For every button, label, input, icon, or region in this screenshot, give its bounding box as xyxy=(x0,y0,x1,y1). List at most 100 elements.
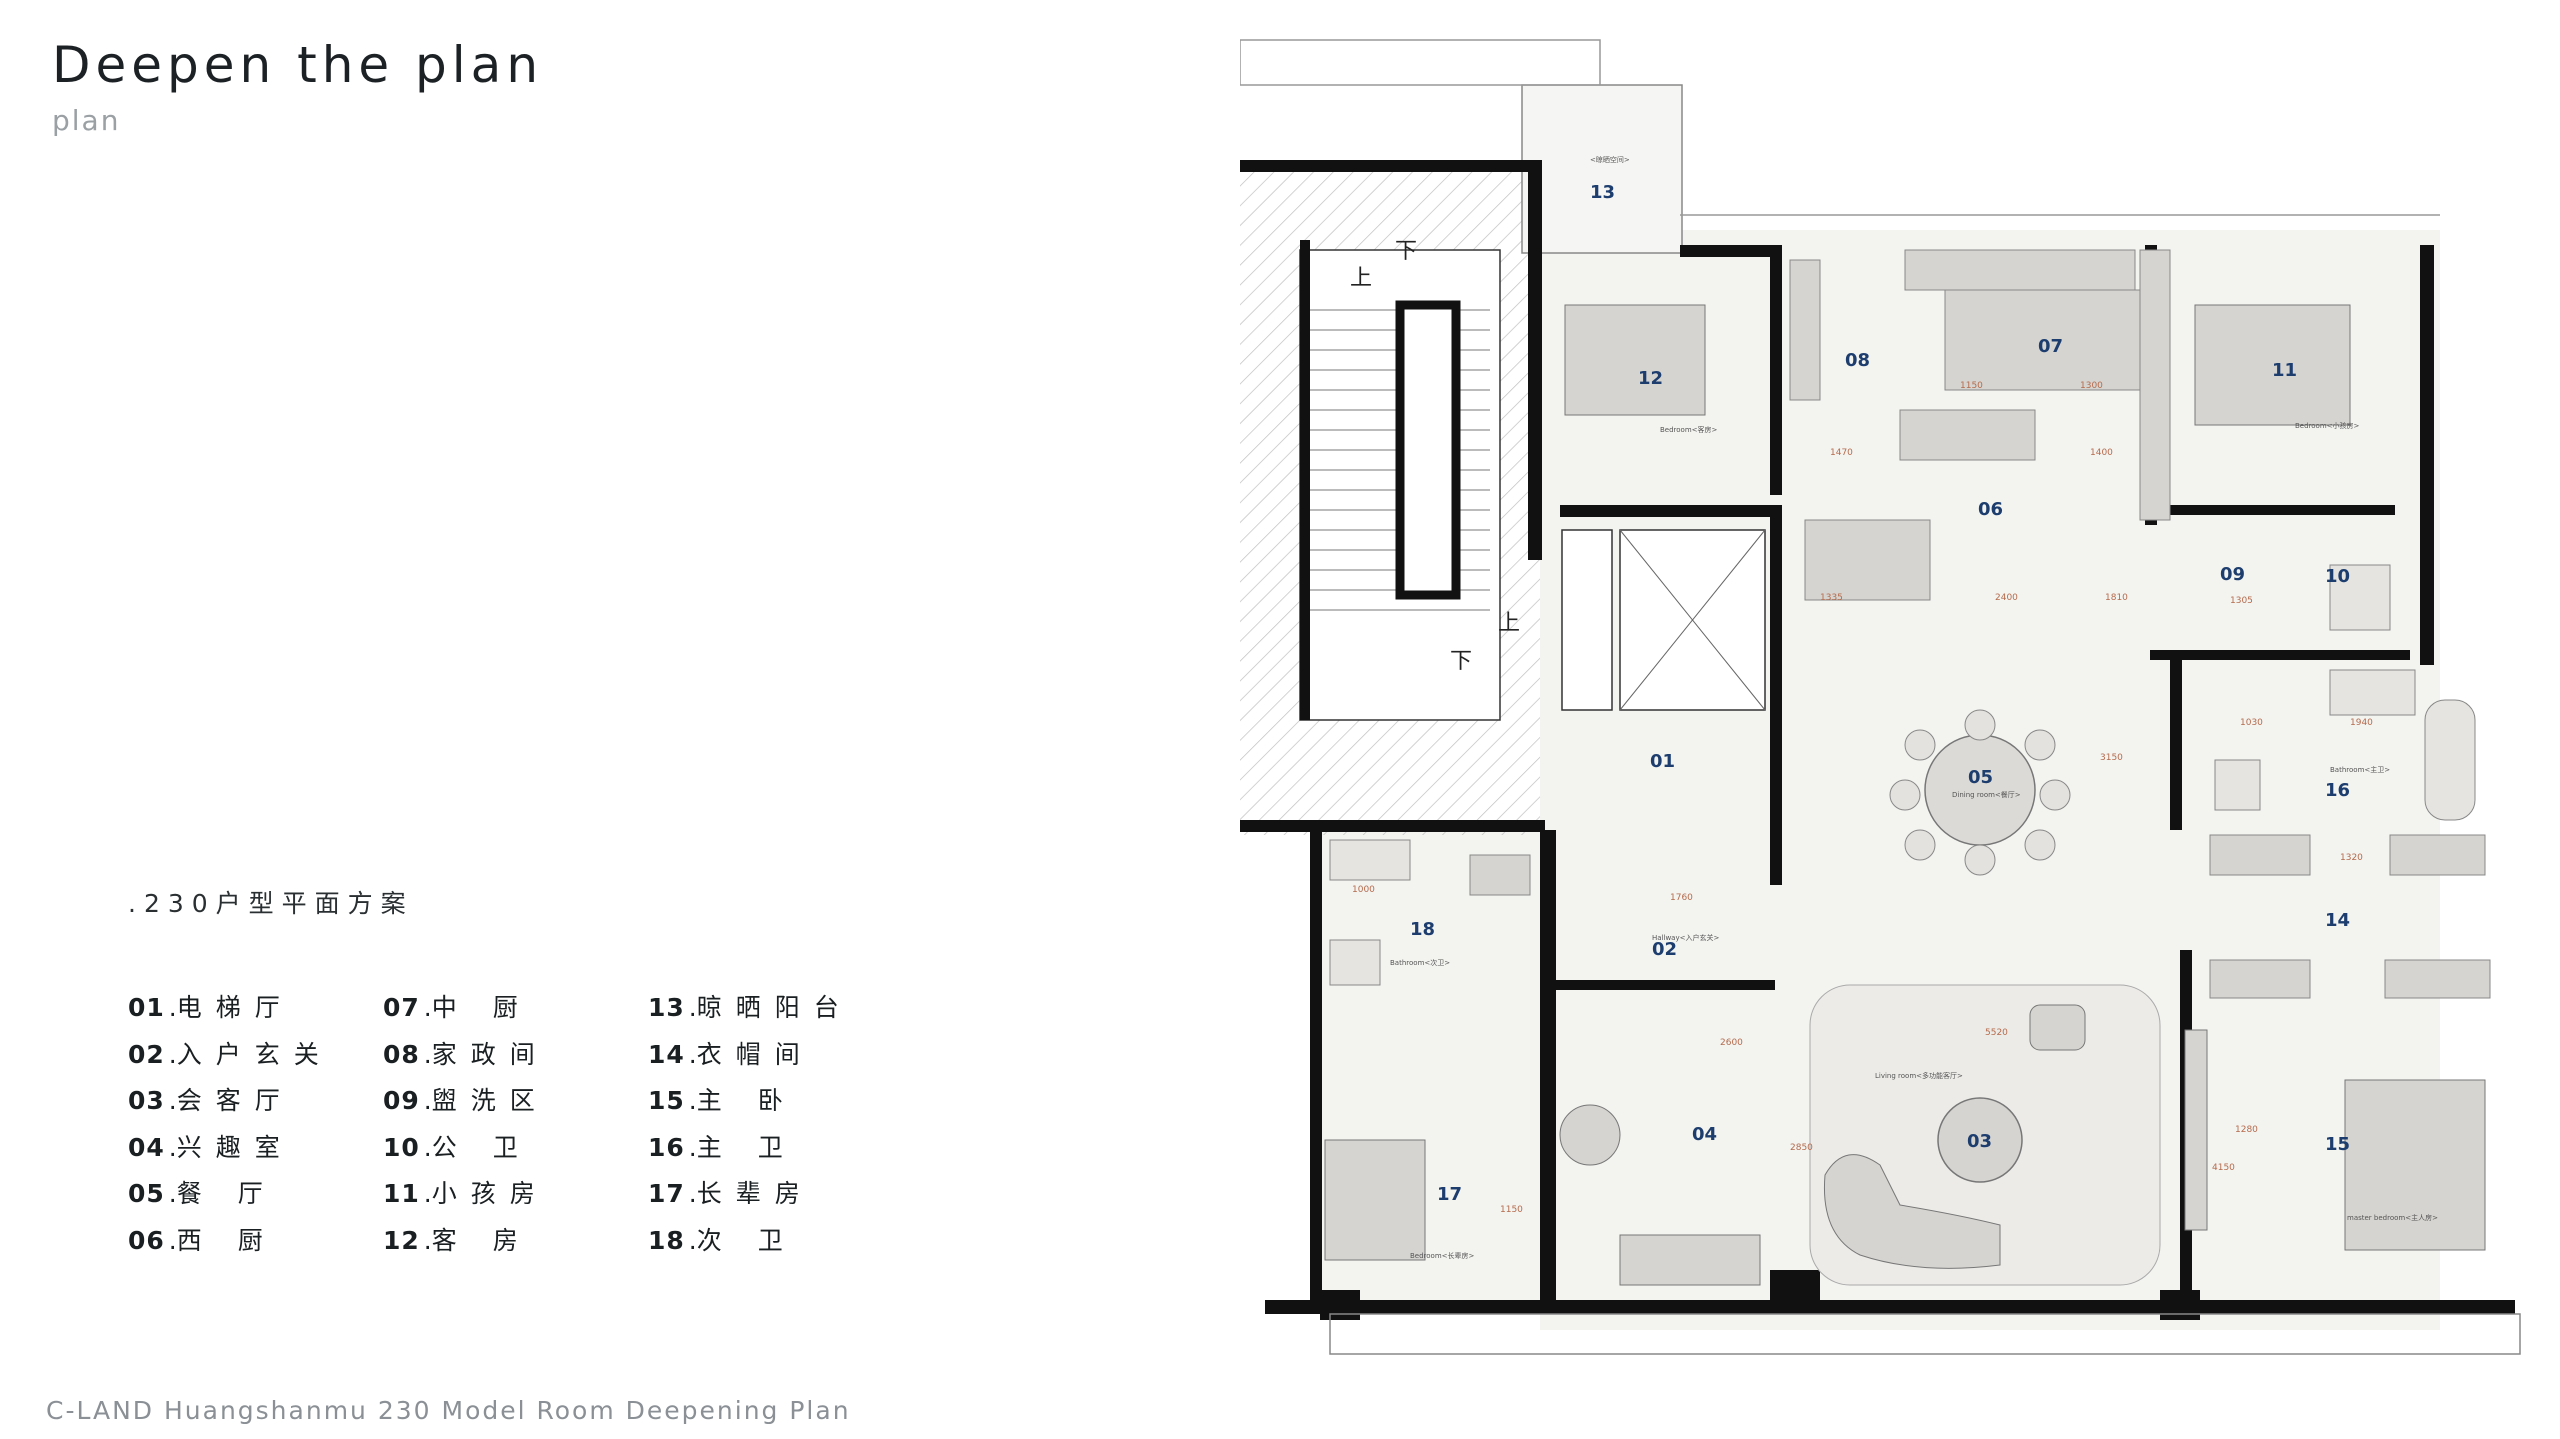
dimension-label: 1150 xyxy=(1960,381,1983,391)
dimension-label: 1320 xyxy=(2340,853,2363,863)
room-number-04: 04 xyxy=(1692,1124,1717,1145)
room-number-02: 02 xyxy=(1652,939,1677,960)
room-number-01: 01 xyxy=(1650,751,1675,772)
room-number-17: 17 xyxy=(1437,1184,1462,1205)
tv-console xyxy=(2184,1029,2208,1231)
legend-item: 08.家政间 xyxy=(383,1039,549,1069)
legend-num: 17 xyxy=(648,1179,685,1208)
legend-name: 衣帽间 xyxy=(696,1039,814,1069)
dining-table xyxy=(1924,734,2036,846)
legend-name: 中 厨 xyxy=(431,993,532,1022)
room-number-08: 08 xyxy=(1845,350,1870,371)
room-number-07: 07 xyxy=(2038,336,2063,357)
legend-item: 10.公 卫 xyxy=(383,1132,532,1162)
legend-num: 03 xyxy=(128,1086,165,1115)
bed xyxy=(1324,1139,1426,1261)
legend-num: 01 xyxy=(128,993,165,1022)
legend-item: 02.入户玄关 xyxy=(128,1039,333,1069)
kitchen-cabinets xyxy=(1789,249,2171,601)
room-number-05: 05 xyxy=(1968,767,1993,788)
dimension-label: 1150 xyxy=(1500,1205,1523,1215)
legend-name: 主 卫 xyxy=(696,1132,797,1162)
legend-item: 18.次 卫 xyxy=(648,1225,797,1255)
armchair xyxy=(2029,1004,2086,1051)
dimension-label: 1300 xyxy=(2080,381,2103,391)
legend-name: 主 卧 xyxy=(696,1086,797,1115)
stair-center-wall xyxy=(1395,300,1461,600)
legend-name: 小孩房 xyxy=(431,1179,549,1208)
dimension-label: 1940 xyxy=(2350,718,2373,728)
drying-balcony xyxy=(1521,84,1683,254)
legend-column-1: 01.电梯厅 02.入户玄关 03.会客厅 04.兴趣室 05.餐 厅 06.西… xyxy=(128,985,368,1264)
legend-num: 15 xyxy=(648,1086,685,1115)
legend-name: 公 卫 xyxy=(431,1132,532,1162)
legend-num: 18 xyxy=(648,1225,685,1255)
coffee-table xyxy=(1937,1097,2023,1183)
round-table xyxy=(1559,1104,1621,1166)
legend-item: 09.盥洗区 xyxy=(383,1086,549,1115)
legend-item: 11.小孩房 xyxy=(383,1179,549,1208)
legend-column-2: 07.中 厨 08.家政间 09.盥洗区 10.公 卫 11.小孩房 12.客 … xyxy=(383,985,623,1264)
sofa xyxy=(1823,1154,2001,1269)
room-number-18: 18 xyxy=(1410,919,1435,940)
legend-name: 入户玄关 xyxy=(176,1039,333,1069)
legend-name: 盥洗区 xyxy=(431,1086,549,1115)
dimension-label: 1280 xyxy=(2235,1125,2258,1135)
dimension-label: 4150 xyxy=(2212,1163,2235,1173)
legend-name: 客 房 xyxy=(431,1225,532,1255)
legend-name: 长辈房 xyxy=(696,1179,814,1208)
legend-item: 05.餐 厅 xyxy=(128,1179,277,1208)
lounge-sofa xyxy=(1619,1234,1761,1286)
legend-num: 06 xyxy=(128,1225,165,1255)
legend-name: 次 卫 xyxy=(696,1225,797,1255)
legend-num: 16 xyxy=(648,1132,685,1162)
room-label: Bathroom<次卫> xyxy=(1390,958,1450,967)
room-label: Hallway<入户玄关> xyxy=(1652,933,1719,942)
legend-name: 西 厨 xyxy=(176,1225,277,1255)
room-label: Bedroom<客房> xyxy=(1660,425,1718,434)
legend-item: 15.主 卧 xyxy=(648,1086,797,1115)
legend-num: 07 xyxy=(383,993,420,1022)
room-number-10: 10 xyxy=(2325,566,2350,587)
dimension-label: 1335 xyxy=(1820,593,1843,603)
legend-item: 17.长辈房 xyxy=(648,1179,814,1208)
dimension-label: 2600 xyxy=(1720,1038,1743,1048)
dimension-label: 1030 xyxy=(2240,718,2263,728)
legend-item: 07.中 厨 xyxy=(383,993,532,1022)
footer-caption: C-LAND Huangshanmu 230 Model Room Deepen… xyxy=(46,1396,851,1425)
dining-chairs xyxy=(1889,709,2071,876)
elevator-shaft-2 xyxy=(1561,529,1613,711)
stair-up-label: 上 xyxy=(1350,266,1372,291)
dimension-label: 1000 xyxy=(1352,885,1375,895)
legend-item: 04.兴趣室 xyxy=(128,1132,294,1162)
legend-name: 晾晒阳台 xyxy=(696,993,853,1022)
room-label: <晾晒空间> xyxy=(1590,155,1630,164)
legend-name: 家政间 xyxy=(431,1039,549,1069)
stair-down-label: 下 xyxy=(1395,239,1417,264)
legend-column-3: 13.晾晒阳台 14.衣帽间 15.主 卧 16.主 卫 17.长辈房 18.次… xyxy=(648,985,888,1264)
dimension-label: 1810 xyxy=(2105,593,2128,603)
legend-num: 12 xyxy=(383,1225,420,1255)
legend-name: 兴趣室 xyxy=(176,1132,294,1162)
room-number-14: 14 xyxy=(2325,910,2350,931)
room-number-06: 06 xyxy=(1978,499,2003,520)
bed xyxy=(1564,304,1706,416)
room-number-09: 09 xyxy=(2220,564,2245,585)
window-bottom xyxy=(1329,1313,2521,1355)
wardrobes xyxy=(1469,834,2491,999)
legend-name: 会客厅 xyxy=(176,1086,294,1115)
room-label: master bedroom<主人房> xyxy=(2347,1213,2438,1222)
legend-item: 06.西 厨 xyxy=(128,1225,277,1255)
legend-num: 09 xyxy=(383,1086,420,1115)
dimension-label: 2400 xyxy=(1995,593,2018,603)
room-label: Living room<多功能客厅> xyxy=(1875,1071,1963,1080)
room-number-11: 11 xyxy=(2272,360,2297,381)
legend-name: 电梯厅 xyxy=(176,993,294,1022)
room-number-15: 15 xyxy=(2325,1134,2350,1155)
room-label: Bathroom<主卫> xyxy=(2330,765,2390,774)
stair-up-label: 上 xyxy=(1498,611,1520,636)
dimension-label: 3150 xyxy=(2100,753,2123,763)
bed xyxy=(2194,304,2351,426)
room-number-03: 03 xyxy=(1967,1131,1992,1152)
room-label: Dining room<餐厅> xyxy=(1952,790,2021,799)
